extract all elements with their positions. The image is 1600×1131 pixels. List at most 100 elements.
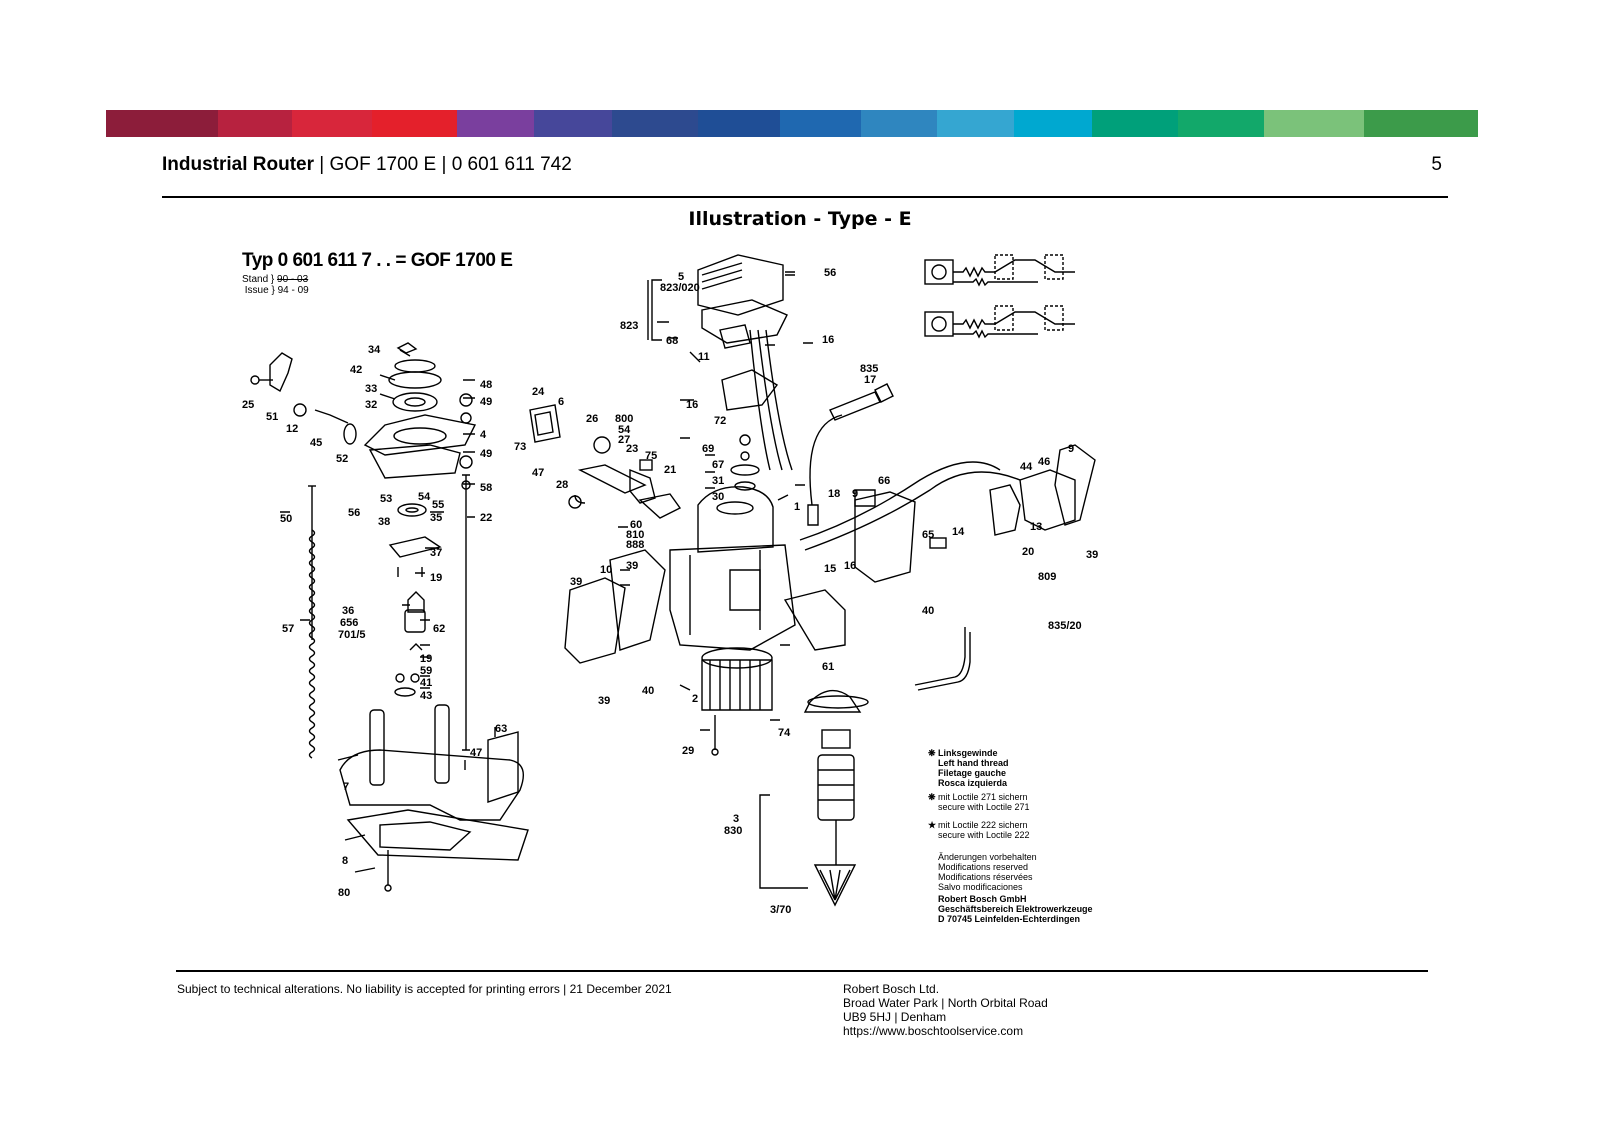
legend-line: Salvo modificaciones (938, 882, 1023, 892)
legend-company: Robert Bosch GmbH Geschäftsbereich Elekt… (938, 894, 1093, 924)
color-bar-segment (1014, 110, 1092, 137)
part-label: 43 (420, 690, 432, 702)
part-label: 823/020 (660, 282, 700, 294)
issue-value: 94 - 09 (277, 285, 309, 296)
left-thread-icon: ❋ (928, 748, 936, 758)
star-icon: ★ (928, 820, 937, 830)
issue-label: Issue (244, 285, 269, 296)
legend-modifications: Änderungen vorbehalten Modifications res… (938, 852, 1037, 892)
part-label: 62 (433, 623, 445, 635)
type-heading: Typ 0 601 611 7 . . = GOF 1700 E (242, 250, 513, 271)
part-label: 16 (822, 334, 834, 346)
part-label: 800 (615, 413, 633, 425)
stand-issue-block: Stand } 90 - 03 Issue } 94 - 09 (242, 274, 309, 296)
part-label: 39 (626, 560, 638, 572)
part-label: 50 (280, 513, 292, 525)
footer-address-line: UB9 5HJ | Denham (843, 1010, 947, 1024)
part-label: 32 (365, 399, 377, 411)
part-label: 36 (342, 605, 354, 617)
part-label: 19 (420, 653, 432, 665)
legend-line: Left hand thread (938, 758, 1009, 768)
page-header: Industrial Router | GOF 1700 E | 0 601 6… (162, 152, 1442, 182)
legend-line: mit Loctile 271 sichern (938, 792, 1028, 802)
part-label: 23 (626, 443, 638, 455)
legend-line: Modifications reserved (938, 862, 1029, 872)
part-label: 73 (514, 441, 526, 453)
color-bar-segment (534, 110, 612, 137)
part-label: 48 (480, 379, 492, 391)
part-label: 75 (645, 450, 657, 462)
legend-line: D 70745 Leinfelden-Echterdingen (938, 914, 1081, 924)
legend-line: Robert Bosch GmbH (938, 894, 1027, 904)
part-label: 2 (692, 693, 698, 705)
part-label: 74 (778, 727, 791, 739)
part-label: 9 (852, 488, 858, 500)
part-label: 10 (600, 564, 612, 576)
footer-company: Robert Bosch Ltd. (843, 982, 940, 996)
legend-line: Rosca izquierda (938, 778, 1008, 788)
part-label: 16 (686, 399, 698, 411)
part-label: 25 (242, 399, 254, 411)
part-label: 65 (922, 529, 934, 541)
part-label: 58 (480, 482, 492, 494)
part-label: 5 (678, 271, 684, 283)
part-label: 21 (664, 464, 676, 476)
legend-line: Änderungen vorbehalten (938, 852, 1037, 862)
page-number: 5 (1431, 154, 1442, 175)
part-label: 47 (532, 467, 544, 479)
footer-address: Robert Bosch Ltd. Broad Water Park | Nor… (843, 982, 1048, 1038)
part-label: 53 (380, 493, 392, 505)
part-label: 49 (480, 396, 492, 408)
legend-line: Modifications réservées (938, 872, 1033, 882)
part-label: 40 (642, 685, 654, 697)
legend-line: secure with Loctile 222 (938, 830, 1030, 840)
part-label: 15 (824, 563, 836, 575)
color-bar-segment (456, 110, 535, 137)
part-label: 57 (282, 623, 294, 635)
color-bar-segment (291, 110, 373, 137)
footer-website-link[interactable]: https://www.boschtoolservice.com (843, 1024, 1024, 1038)
color-bar-segment (861, 110, 937, 137)
part-label: 39 (598, 695, 610, 707)
part-label: 28 (556, 479, 568, 491)
part-label: 30 (712, 491, 724, 503)
footer-divider (176, 970, 1428, 972)
part-label: 31 (712, 475, 724, 487)
exploded-parts-diagram: 34 42 33 32 48 49 4 49 58 22 25 51 12 45… (242, 254, 1098, 916)
legend-line: mit Loctile 222 sichern (938, 820, 1028, 830)
color-bar-segment (218, 110, 292, 137)
part-label: 38 (378, 516, 390, 528)
legend-line: Filetage gauche (938, 768, 1007, 778)
legend-line: secure with Loctile 271 (938, 802, 1030, 812)
header-divider (162, 196, 1448, 198)
header-separator: | (436, 154, 452, 175)
part-label: 45 (310, 437, 322, 449)
footer-address-line: Broad Water Park | North Orbital Road (843, 996, 1048, 1010)
color-bar-segment (106, 110, 219, 137)
part-label: 56 (348, 507, 360, 519)
part-label: 20 (1022, 546, 1034, 558)
legend-loctile-271: ❋mit Loctile 271 sichern secure with Loc… (928, 792, 1030, 812)
part-label: 54 (418, 491, 431, 503)
stand-value: 90 - 03 (277, 274, 309, 285)
part-label: 6 (558, 396, 564, 408)
part-label: 11 (698, 351, 710, 363)
product-type: Industrial Router (162, 154, 315, 175)
part-label: 39 (570, 576, 582, 588)
part-label: 18 (828, 488, 840, 500)
part-label: 68 (666, 335, 678, 347)
part-label: 835 (860, 363, 878, 375)
part-label: 24 (532, 386, 545, 398)
section-title: Illustration - Type - E (688, 208, 912, 230)
part-label: 63 (495, 723, 507, 735)
part-label: 16 (844, 560, 856, 572)
part-label: 3/70 (770, 904, 791, 916)
part-label: 809 (1038, 571, 1056, 583)
part-label: 55 (432, 499, 444, 511)
part-label: 40 (922, 605, 934, 617)
header-separator: | (314, 154, 330, 175)
part-label: 830 (724, 825, 742, 837)
part-label: 80 (338, 887, 350, 899)
part-label: 51 (266, 411, 278, 423)
part-label: 47 (470, 747, 482, 759)
